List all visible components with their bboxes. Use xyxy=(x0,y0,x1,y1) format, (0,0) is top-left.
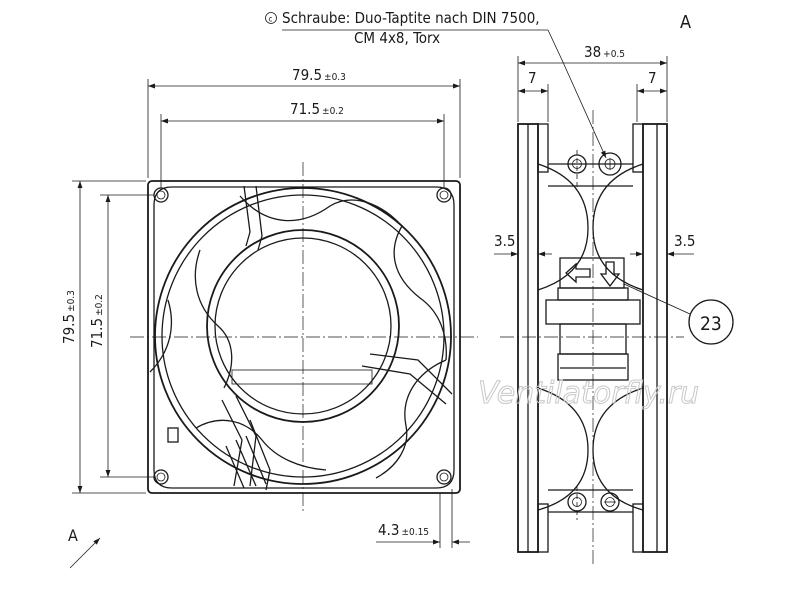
front-dimensions: 79.5±0.3 71.5±0.2 79.5±0.3 71.5±0.2 4.3±… xyxy=(60,66,470,548)
dim-flange-offset: 4.3±0.15 xyxy=(378,521,429,539)
dim-depth: 38+0.5 xyxy=(584,43,625,61)
view-arrow-label: A xyxy=(68,526,78,545)
dim-flange-left: 7 xyxy=(528,69,537,87)
view-label: A xyxy=(680,12,691,33)
screw-note: c Schraube: Duo-Taptite nach DIN 7500, C… xyxy=(265,9,607,159)
dim-hole-height: 71.5±0.2 xyxy=(88,294,106,348)
side-flange-right xyxy=(642,123,668,553)
note-line-2: CM 4x8, Torx xyxy=(354,29,440,47)
side-view xyxy=(500,110,684,565)
fan-frame-outline xyxy=(147,180,461,494)
dim-outer-width: 79.5±0.3 xyxy=(292,66,346,84)
copyright-symbol-icon xyxy=(265,12,277,24)
hub-label-band xyxy=(231,369,373,385)
svg-text:c: c xyxy=(269,15,273,24)
dim-flange-right: 7 xyxy=(648,69,657,87)
view-direction-arrow: A xyxy=(68,526,101,569)
fan-blades xyxy=(149,195,447,479)
watermark-text: Ventilatorfly.ru xyxy=(478,376,699,411)
side-dimensions: 38+0.5 7 7 3.5 3.5 xyxy=(494,43,695,262)
mounting-hole xyxy=(436,469,452,485)
dim-rim-right: 3.5 xyxy=(674,232,695,250)
mounting-hole xyxy=(153,469,169,485)
rotation-direction-icon xyxy=(599,261,621,288)
dim-hole-width: 71.5±0.2 xyxy=(290,100,344,118)
dim-rim-left: 3.5 xyxy=(494,232,515,250)
frame-struts xyxy=(221,185,453,491)
note-line-1: Schraube: Duo-Taptite nach DIN 7500, xyxy=(282,9,540,27)
airflow-direction-icon xyxy=(565,262,591,284)
part-balloon-23: 23 xyxy=(623,283,734,345)
dim-outer-height: 79.5±0.3 xyxy=(60,290,78,344)
front-view xyxy=(130,162,478,512)
balloon-number: 23 xyxy=(700,313,722,335)
screw-bottom xyxy=(567,492,620,512)
mounting-hole xyxy=(436,187,452,203)
cable-exit xyxy=(167,427,267,489)
